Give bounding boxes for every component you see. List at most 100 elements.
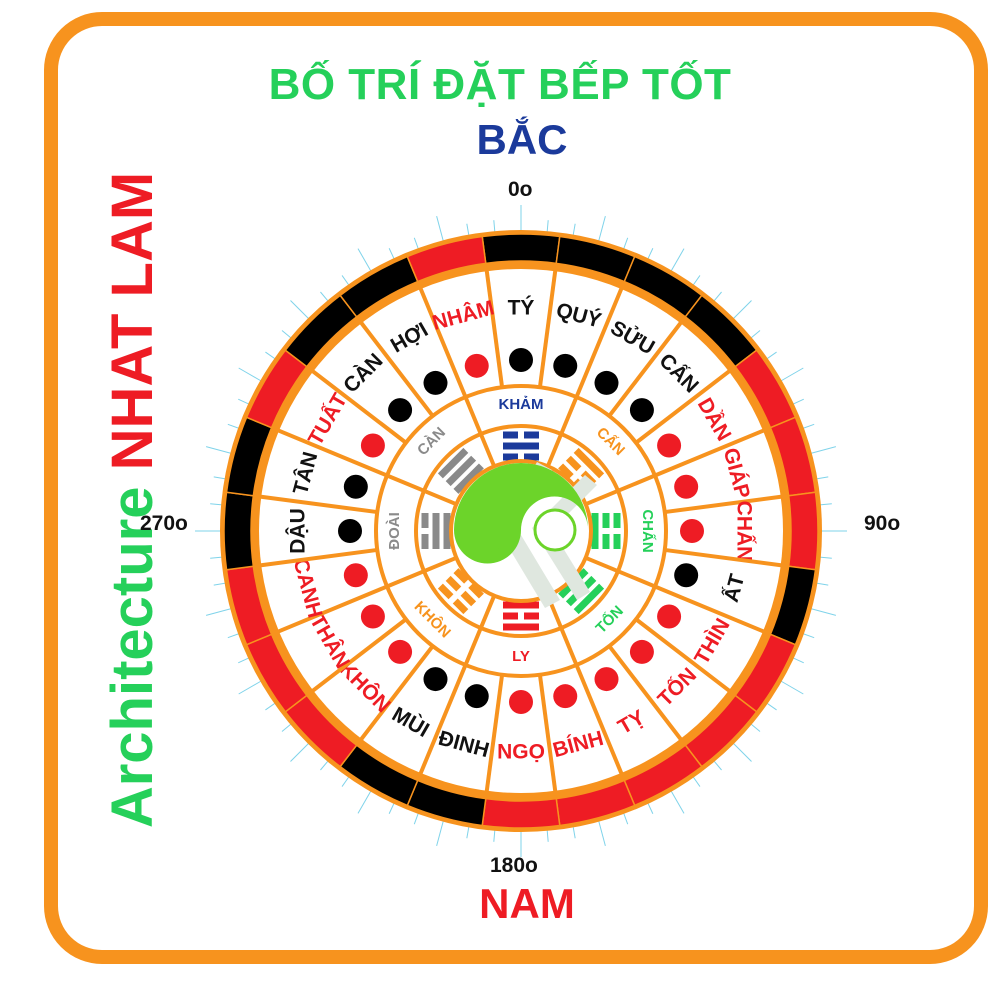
trigram-line-broken [524, 453, 539, 461]
degree-tick [265, 351, 276, 360]
degree-tick [238, 657, 250, 664]
degree-west: 270o [140, 512, 188, 535]
south-label: NAM [479, 880, 575, 927]
degree-tick [357, 790, 372, 814]
trigram-ring-mid [414, 424, 628, 638]
trigram-line-solid [443, 513, 451, 549]
trigram-line-solid [432, 513, 440, 549]
trigram-label: LY [512, 648, 530, 665]
trigram-label: CHẤN [639, 509, 656, 552]
north-label: BẮC [476, 116, 568, 163]
trigram-line-broken [468, 582, 484, 599]
trigram-line-solid [591, 513, 599, 549]
degree-tick [227, 423, 240, 429]
degree-tick [816, 476, 829, 480]
degree-tick [598, 820, 606, 847]
degree-tick [647, 802, 654, 814]
trigram-symbol [421, 513, 451, 549]
trigram-symbol [591, 513, 621, 549]
degree-tick [205, 446, 232, 454]
degree-tick [213, 582, 226, 586]
trigram-line-broken [602, 513, 610, 528]
mountain-dot [464, 353, 489, 378]
mountain-dot [464, 684, 489, 709]
degree-tick [281, 330, 292, 339]
mountain-dot [423, 667, 448, 692]
mountain-divider [664, 494, 784, 515]
mountain-dot [680, 519, 704, 543]
trigram-symbol [503, 431, 539, 461]
degree-tick [493, 220, 496, 233]
trigram-line-solid [503, 601, 539, 609]
trigram-label: ĐOÀI [386, 512, 403, 550]
outer-ring-segment [406, 235, 487, 283]
mountain-divider [258, 547, 378, 568]
degree-tick [546, 829, 549, 842]
yin-yang-green-dot [465, 508, 509, 552]
degree-tick [466, 223, 470, 236]
diagram-title: BỐ TRÍ ĐẶT BẾP TỐT [268, 60, 732, 109]
trigram-line-broken [421, 513, 429, 528]
degree-tick [766, 351, 777, 360]
degree-tick [413, 812, 419, 825]
mountain-dot [657, 604, 682, 629]
mountain-dot [657, 433, 682, 458]
trigram-line-solid [445, 455, 477, 487]
mountain-divider [309, 368, 408, 445]
mountain-divider [607, 644, 684, 743]
outer-ring-segment [481, 797, 561, 829]
trigram-line-broken [445, 575, 462, 592]
trigram-symbol [503, 601, 539, 631]
mountain-dot [360, 604, 385, 629]
degree-tick [436, 820, 444, 847]
trigram-line-broken [602, 534, 610, 549]
mountain-divider [484, 268, 505, 388]
trigram-symbol [558, 447, 605, 494]
trigram-divider [463, 396, 497, 468]
degree-tick [213, 476, 226, 480]
trigram-divider [584, 555, 656, 589]
mountain-dot [594, 370, 619, 395]
outer-ring-segment [787, 491, 819, 571]
degree-tick [466, 826, 470, 839]
mountain-divider [634, 368, 733, 445]
yin-yang-white-dot [533, 508, 577, 552]
degree-tick [692, 275, 701, 286]
degree-tick [281, 723, 292, 732]
trigram-divider [386, 555, 458, 589]
trigram-label: KHẢM [499, 396, 544, 413]
trigram-divider [584, 473, 656, 507]
trigram-divider [386, 473, 458, 507]
degree-tick [623, 237, 629, 250]
mountain-label: TÝ [508, 296, 535, 320]
mountain-dot [674, 474, 699, 499]
mountain-dot [509, 348, 533, 372]
degree-tick [670, 248, 685, 272]
trigram-line-broken [613, 534, 621, 549]
mountain-dot [594, 667, 619, 692]
degree-tick [647, 248, 654, 260]
degree-tick [810, 446, 837, 454]
degree-tick [816, 582, 829, 586]
mountain-dot [343, 474, 368, 499]
mountain-divider [634, 617, 733, 694]
mountain-divider [537, 268, 558, 388]
degree-tick [265, 702, 276, 711]
trigram-line-broken [421, 534, 429, 549]
mountain-dot [338, 519, 362, 543]
outer-color-ring [223, 233, 819, 829]
trigram-line-solid [503, 623, 539, 631]
trigram-divider [545, 396, 579, 468]
mountain-divider [537, 674, 558, 794]
degree-tick [623, 812, 629, 825]
degree-tick [227, 633, 240, 639]
trigram-line-broken [503, 431, 518, 439]
degree-north: 0o [508, 178, 533, 201]
mountain-dot [553, 353, 578, 378]
trigram-line-broken [503, 612, 518, 620]
mountain-dot [629, 398, 654, 423]
degree-tick [546, 220, 549, 233]
mountain-dot [674, 563, 699, 588]
degree-tick [320, 291, 329, 302]
